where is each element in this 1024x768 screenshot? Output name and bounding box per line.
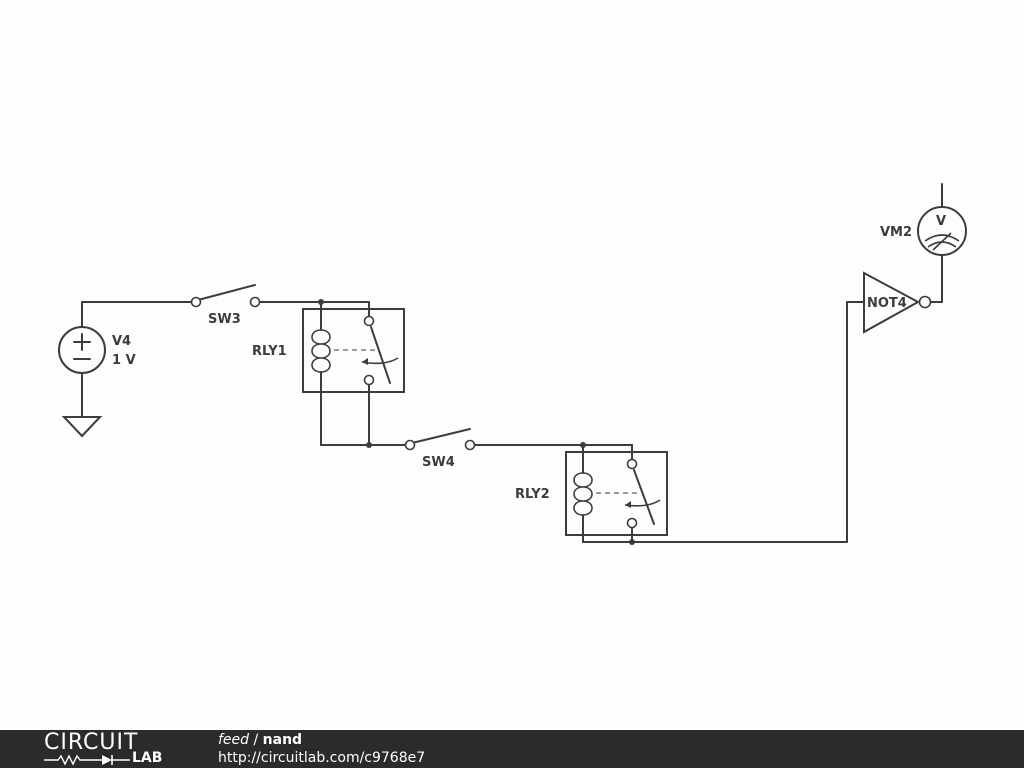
relay-rly1[interactable]: RLY1: [252, 308, 405, 446]
vm2-symbol-label: V: [936, 214, 946, 229]
breadcrumb: feed / nand: [218, 732, 302, 748]
switch-sw3[interactable]: SW3: [190, 284, 261, 327]
breadcrumb-feed-link[interactable]: feed: [218, 732, 250, 748]
vm2-ref-label: VM2: [880, 225, 912, 240]
voltmeter-vm2[interactable]: V VM2: [880, 183, 967, 256]
resistor-diode-icon: [44, 754, 130, 766]
logo-text-circuit: CIRCUIT: [44, 730, 139, 755]
rly1-ref-label: RLY1: [252, 344, 287, 359]
junction-dot: [629, 539, 635, 545]
v4-ref-label: V4: [112, 334, 131, 349]
junction-dot: [318, 299, 324, 305]
sw3-ref-label: SW3: [208, 312, 241, 327]
voltage-source-v4[interactable]: V4 1 V: [58, 301, 136, 438]
footer-bar: CIRCUIT LAB feed / nand http://circuitla…: [0, 730, 1024, 768]
junction-dot: [580, 442, 586, 448]
not4-ref-label: NOT4: [867, 296, 907, 311]
schematic-canvas: V4 1 V SW3 RLY1 SW4: [58, 183, 967, 545]
relay-rly2[interactable]: RLY2: [515, 451, 668, 543]
not-gate-not4[interactable]: NOT4: [863, 271, 932, 334]
circuit-url-link[interactable]: http://circuitlab.com/c9768e7: [218, 750, 426, 766]
logo-text-lab: LAB: [132, 750, 163, 766]
circuit-title: nand: [262, 732, 303, 748]
breadcrumb-separator: /: [249, 732, 263, 748]
switch-sw4[interactable]: SW4: [404, 428, 476, 470]
junction-dot: [366, 442, 372, 448]
sw4-ref-label: SW4: [422, 455, 455, 470]
v4-value-label: 1 V: [112, 353, 136, 368]
rly2-ref-label: RLY2: [515, 487, 550, 502]
circuitlab-logo[interactable]: CIRCUIT LAB: [44, 732, 174, 766]
